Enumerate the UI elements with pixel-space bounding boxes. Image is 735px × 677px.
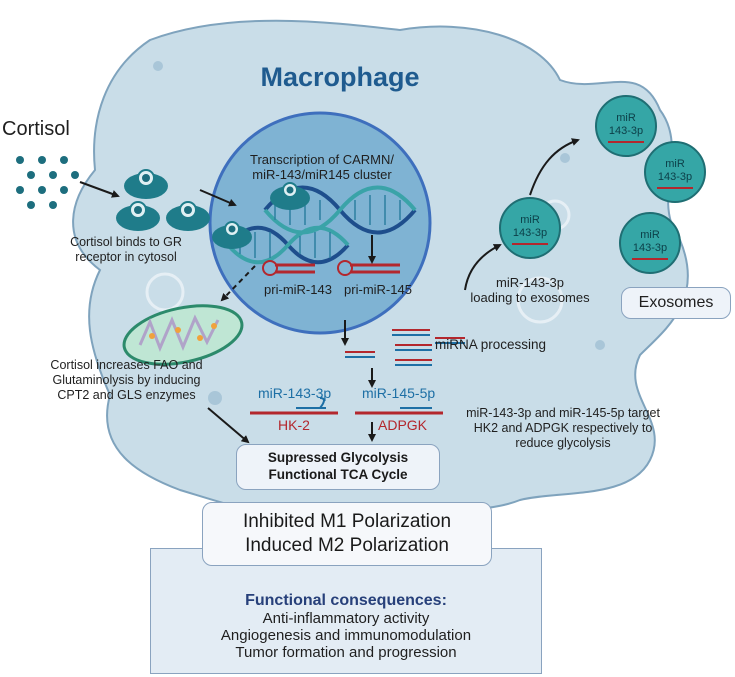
mitochondrion — [122, 304, 244, 366]
exosomes-box-label: Exosomes — [638, 294, 714, 311]
adpgk-label: ADPGK — [378, 417, 428, 433]
vacuole — [208, 391, 222, 405]
consequences-box: Functional consequences: Anti-inflammato… — [150, 548, 542, 674]
vacuole — [595, 340, 605, 350]
exosome — [499, 197, 561, 259]
consequence-item: Tumor formation and progression — [235, 644, 457, 661]
target-label: miR-143-3p and miR-145-5p target HK2 and… — [466, 406, 660, 450]
consequence-item: Angiogenesis and immunomodulation — [220, 627, 472, 644]
cell-title: Macrophage — [260, 62, 420, 92]
metabolism-box: Supressed Glycolysis Functional TCA Cycl… — [236, 444, 440, 490]
gr-receptor-nuclear — [212, 221, 252, 249]
hk2-label: HK-2 — [278, 417, 310, 433]
mir-145-5p-label: miR-145-5p — [362, 385, 436, 401]
exosomes-box: Exosomes — [621, 287, 731, 319]
gr-receptor-nuclear — [270, 182, 310, 210]
mirna-processing-label: miRNA processing — [435, 337, 547, 352]
cortisol-label: Cortisol — [2, 118, 70, 140]
mirna-duplexes — [345, 329, 465, 366]
fao-label: Cortisol increases FAO and Glutaminolysi… — [50, 358, 203, 402]
exosome-mir-label: miR 143-3p — [512, 214, 548, 239]
exosome-mir-label: miR 143-3p — [632, 229, 668, 254]
consequence-item: Anti-inflammatory activity — [262, 610, 430, 627]
adpgk-mrna — [355, 407, 443, 415]
polarization-line1: Inhibited M1 Polarization — [242, 511, 452, 533]
transcription-label: Transcription of CARMN/ miR-143/miR145 c… — [250, 152, 394, 183]
vacuole — [145, 272, 185, 312]
pri-mir-143-label: pri-miR-143 — [264, 282, 332, 297]
exosome — [644, 141, 706, 203]
exosome — [619, 212, 681, 274]
vacuole — [560, 153, 570, 163]
vacuole — [153, 61, 163, 71]
arrows — [79, 138, 580, 444]
gr-receptor — [124, 169, 168, 199]
exosome — [595, 95, 657, 157]
polarization-box: Inhibited M1 Polarization Induced M2 Pol… — [202, 502, 492, 566]
mir-143-3p-label: miR-143-3p — [258, 385, 332, 401]
pri-mir-145-label: pri-miR-145 — [344, 282, 412, 297]
exosome-mir-label: miR 143-3p — [657, 158, 693, 183]
vacuole — [516, 276, 564, 324]
gr-receptor — [166, 201, 210, 231]
metabolism-line1: Supressed Glycolysis — [267, 450, 409, 466]
nucleus — [208, 111, 432, 335]
consequences-title: Functional consequences: — [245, 592, 447, 609]
hk2-mrna — [250, 397, 338, 415]
gr-receptor — [116, 201, 160, 231]
pri-mir-145-hairpin — [337, 260, 400, 276]
cortisol-molecules — [16, 156, 79, 209]
pri-mir-143-hairpin — [262, 260, 315, 276]
exosome-loading-label: miR-143-3p loading to exosomes — [470, 275, 590, 306]
exosome-mir-label: miR 143-3p — [608, 112, 644, 137]
metabolism-line2: Functional TCA Cycle — [268, 467, 408, 482]
gr-binding-label: Cortisol binds to GR receptor in cytosol — [70, 235, 182, 264]
polarization-line2: Induced M2 Polarization — [245, 535, 449, 556]
